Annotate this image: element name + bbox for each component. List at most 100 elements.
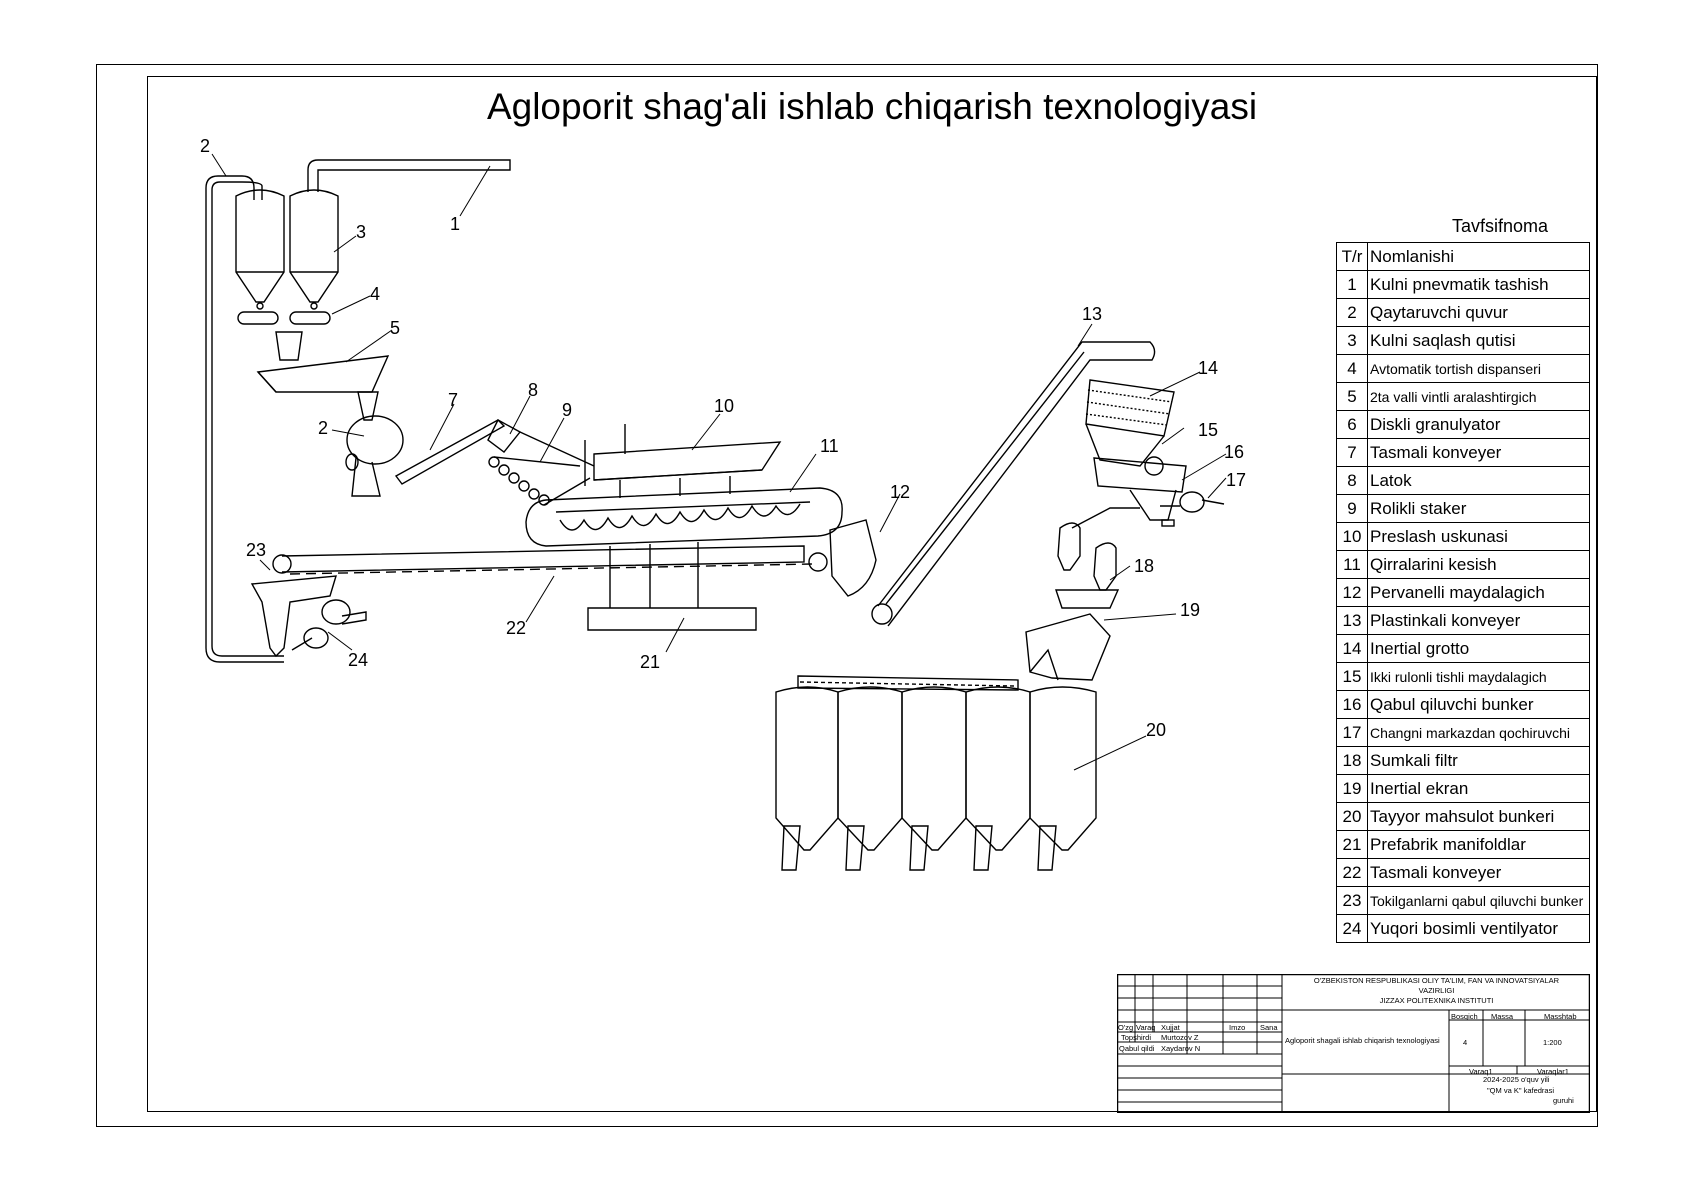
spec-num: 14 — [1336, 634, 1368, 663]
inner-frame — [147, 76, 1597, 1112]
spec-num: 13 — [1336, 606, 1368, 635]
pneumatic-pipe — [307, 159, 511, 192]
spec-num: 24 — [1336, 914, 1368, 943]
plate-conveyor — [871, 341, 1156, 627]
callout-2b: 2 — [318, 418, 329, 438]
spec-num: 12 — [1336, 578, 1368, 607]
callout-1: 1 — [450, 214, 461, 234]
spec-num: 22 — [1336, 858, 1368, 887]
spec-num: 21 — [1336, 830, 1368, 859]
spec-num: 19 — [1336, 774, 1368, 803]
spec-name: Latok — [1367, 466, 1590, 495]
spec-name: Avtomatik tortish dispanseri — [1367, 354, 1590, 383]
belt-conveyor-7 — [394, 419, 506, 485]
roll-crusher — [1093, 456, 1187, 527]
spec-name: 2ta valli vintli aralashtirgich — [1367, 382, 1590, 411]
title-block: O'ZBEKISTON RESPUBLIKASI OLIY TA'LIM, FA… — [1117, 974, 1590, 1113]
callout-3: 3 — [356, 222, 367, 242]
return-pipe — [205, 175, 284, 663]
cutting-conveyor — [525, 487, 843, 547]
callout-9: 9 — [562, 400, 573, 420]
org-line-3: JIZZAX POLITEXNIKA INSTITUTI — [1379, 996, 1494, 1005]
spec-num: 23 — [1336, 886, 1368, 915]
spec-caption: Tavfsifnoma — [1452, 216, 1549, 236]
finished-bunkers — [775, 675, 1097, 871]
callout-19: 19 — [1180, 600, 1201, 620]
silos — [235, 189, 339, 310]
callout-21: 21 — [640, 652, 661, 672]
bosqich-value: 4 — [1463, 1038, 1468, 1047]
spec-name: Qabul qiluvchi bunker — [1367, 690, 1590, 719]
callout-15: 15 — [1198, 420, 1219, 440]
col-ozg: O'zg — [1118, 1023, 1134, 1032]
spec-name: Inertial ekran — [1367, 774, 1590, 803]
col-xujjat: Xujjat — [1161, 1023, 1180, 1032]
impeller-crusher — [829, 519, 877, 597]
spec-name: Tokilganlarni qabul qiluvchi bunker — [1367, 886, 1590, 915]
spec-name: Rolikli staker — [1367, 494, 1590, 523]
masshtab-value: 1:200 — [1543, 1038, 1562, 1047]
spec-name: Qirralarini kesish — [1367, 550, 1590, 579]
spec-header-name: Nomlanishi — [1367, 242, 1590, 271]
massa-label: Massa — [1491, 1012, 1514, 1021]
callout-20: 20 — [1146, 720, 1167, 740]
mixer — [256, 331, 390, 393]
spec-num: 16 — [1336, 690, 1368, 719]
callout-14: 14 — [1198, 358, 1219, 378]
callout-10: 10 — [714, 396, 735, 416]
drawing-title: Agloporit shag'ali ishlab chiqarish texn… — [486, 86, 1258, 127]
spec-name: Yuqori bosimli ventilyator — [1367, 914, 1590, 943]
topshirdi-label: Topshirdi — [1121, 1033, 1152, 1042]
dust-fan — [1160, 491, 1225, 513]
bag-filter — [1055, 507, 1140, 609]
inertial-grate — [1085, 379, 1175, 467]
spec-num: 4 — [1336, 354, 1368, 383]
spec-num: 1 — [1336, 270, 1368, 299]
spec-name: Prefabrik manifoldlar — [1367, 830, 1590, 859]
spec-num: 10 — [1336, 522, 1368, 551]
spec-num: 11 — [1336, 550, 1368, 579]
col-imzo: Imzo — [1229, 1023, 1246, 1032]
spec-num: 7 — [1336, 438, 1368, 467]
granulator — [345, 391, 404, 497]
topshirdi-name: Murtozov Z — [1161, 1033, 1199, 1042]
spec-num: 5 — [1336, 382, 1368, 411]
callout-7: 7 — [448, 390, 459, 410]
qabul-name: Xaydarov N — [1161, 1044, 1201, 1053]
department: "QM va K" kafedrasi — [1487, 1086, 1555, 1095]
callout-8: 8 — [528, 380, 539, 400]
callout-12: 12 — [890, 482, 911, 502]
callout-24: 24 — [348, 650, 369, 670]
spec-name: Sumkali filtr — [1367, 746, 1590, 775]
spec-name: Preslash uskunasi — [1367, 522, 1590, 551]
masshtab-label: Masshtab — [1544, 1012, 1577, 1021]
spec-name: Kulni saqlash qutisi — [1367, 326, 1590, 355]
leader-lines — [211, 153, 1227, 771]
callout-11: 11 — [820, 436, 839, 456]
spec-num: 17 — [1336, 718, 1368, 747]
spec-header-num: T/r — [1336, 242, 1368, 271]
col-sana: Sana — [1260, 1023, 1278, 1032]
spec-name: Ikki rulonli tishli maydalagich — [1367, 662, 1590, 691]
high-pressure-fan — [291, 599, 367, 651]
spec-name: Changni markazdan qochiruvchi — [1367, 718, 1590, 747]
spec-num: 15 — [1336, 662, 1368, 691]
spec-name: Tasmali konveyer — [1367, 438, 1590, 467]
